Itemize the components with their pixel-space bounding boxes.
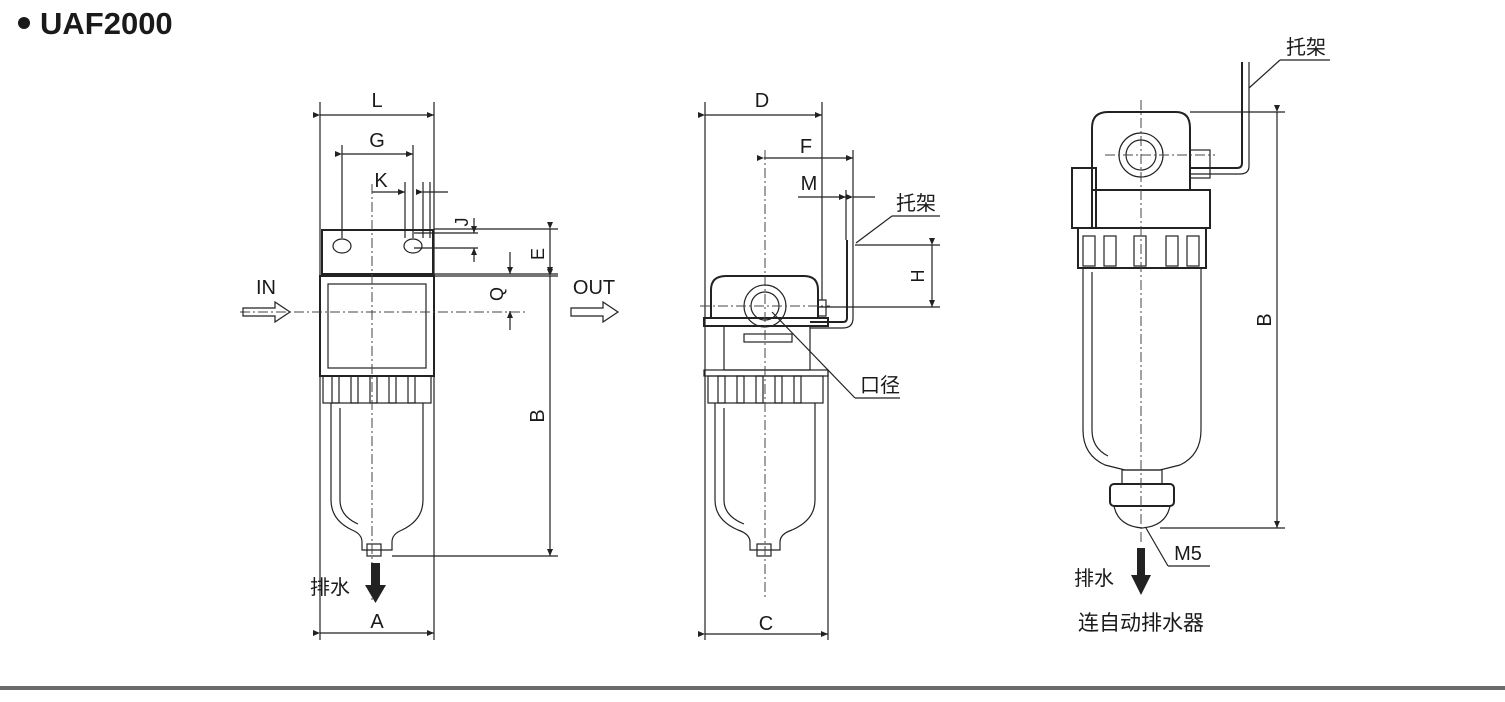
dim-D: D	[755, 90, 769, 112]
out-arrow-icon	[570, 300, 620, 324]
dim-E: E	[528, 248, 548, 260]
side-view: D F M H 托架	[698, 90, 940, 640]
out-label: OUT	[573, 277, 615, 299]
dim-L: L	[371, 90, 382, 112]
dim-A: A	[370, 611, 384, 633]
title-text: UAF2000	[40, 6, 173, 41]
dim-K: K	[374, 170, 388, 192]
in-arrow-icon	[242, 300, 292, 324]
dim-M5: M5	[1174, 543, 1202, 565]
bottom-rule	[0, 686, 1505, 690]
bracket-label-side: 托架	[896, 191, 936, 215]
in-label: IN	[256, 277, 276, 299]
dim-G: G	[369, 130, 385, 152]
drain-label-front: 排水	[310, 575, 350, 599]
dim-Q: Q	[487, 287, 507, 301]
page-title: UAF2000	[18, 6, 173, 42]
dim-J: J	[452, 218, 472, 227]
drain-arrow-icon	[365, 563, 386, 603]
drain-label-auto: 排水	[1074, 566, 1114, 590]
dim-B-auto: B	[1254, 313, 1276, 326]
front-view: L G K J E Q	[240, 90, 620, 640]
dim-F: F	[800, 136, 812, 158]
bracket-label-auto: 托架	[1286, 35, 1326, 59]
auto-drain-caption: 连自动排水器	[1078, 611, 1204, 635]
dim-C: C	[759, 613, 773, 635]
auto-drain-view: 托架 B M5 排水 连自动排水器	[1071, 35, 1330, 635]
bullet-icon	[18, 16, 30, 29]
dim-B-front: B	[527, 409, 549, 422]
dim-H: H	[908, 270, 928, 283]
dim-M: M	[801, 173, 818, 195]
drain-arrow-auto-icon	[1131, 548, 1151, 595]
port-label: 口径	[860, 373, 900, 397]
